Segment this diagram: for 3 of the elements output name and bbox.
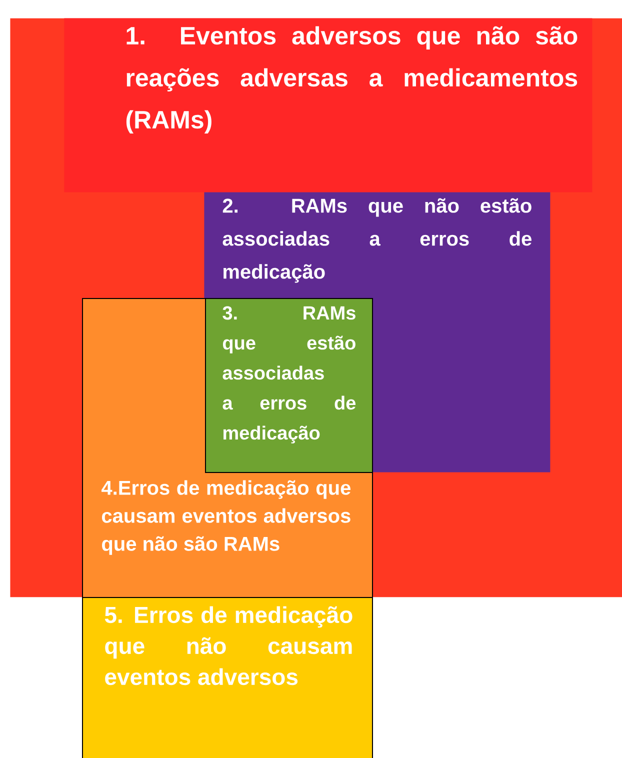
text-box: 5. Erros de medicação que não causam eventos adversos xyxy=(82,597,373,758)
text-box: 3. RAMs que estão associadas a erros de medicação xyxy=(205,298,373,473)
text-box: 1. Eventos adversos que não são reações adversas a medicamentos (RAMs) xyxy=(64,18,592,192)
